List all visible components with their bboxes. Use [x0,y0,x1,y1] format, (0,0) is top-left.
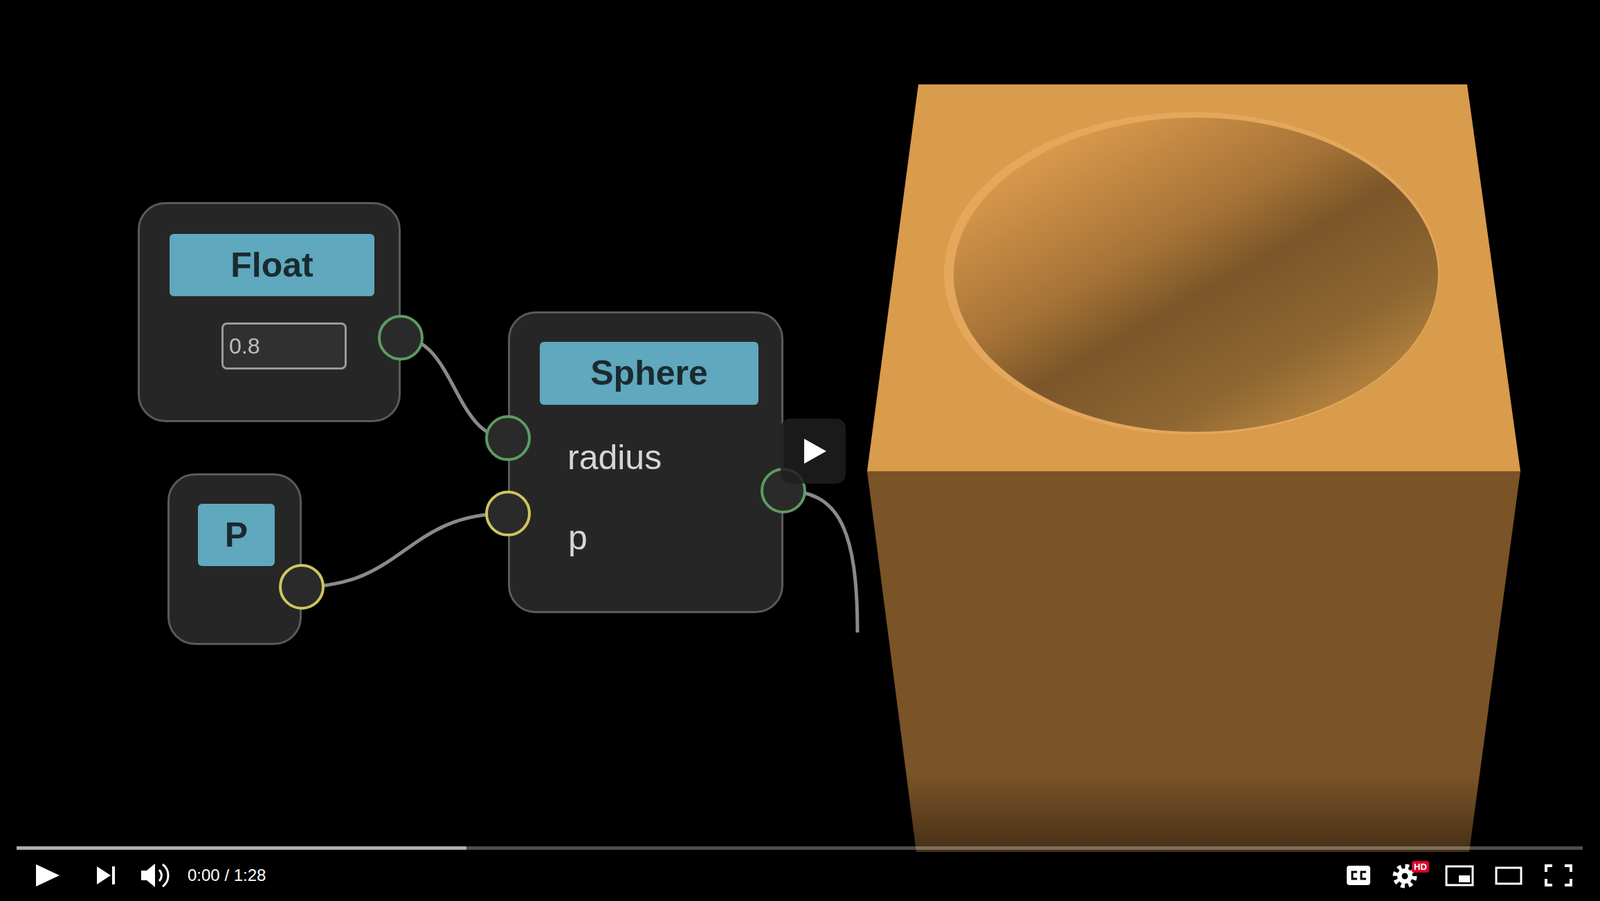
node-box: Sphere radius p [507,311,784,614]
control-shade [0,775,1600,901]
fullscreen-icon [1546,865,1571,886]
time-display: 0:00 / 1:28 [187,865,266,886]
wire-connector [301,513,508,587]
volume-icon [141,863,156,888]
input-label: p [568,516,588,559]
settings-gear [1397,868,1413,884]
node-title: Sphere [539,341,759,405]
output-wire [783,490,858,633]
port-circle [379,316,423,360]
player-controls [0,775,1600,901]
play-button-icon [804,438,827,464]
hole-rim [943,112,1440,435]
wire-connector [400,337,508,439]
progress-track [16,846,1583,850]
node-title: Float [169,233,375,297]
input-label: radius [567,436,662,479]
next-icon-bar [112,866,115,885]
miniplayer-icon [1446,866,1473,886]
miniplayer-inner [1458,875,1470,883]
cc-icon-marks [1352,871,1367,879]
spherical-hole [953,117,1439,432]
value-field: 0.8 [221,322,347,370]
node-box: Float 0.8 [137,202,401,423]
settings-gear-hole [1402,873,1409,880]
cube-illustration [867,84,1521,852]
port-circle [486,492,530,535]
cube-top-face [867,84,1521,472]
play-icon [35,864,60,887]
hd-badge: HD [1411,860,1430,873]
volume-waves [159,864,169,887]
port-circle [761,469,805,513]
node-title: P [197,503,275,567]
node-box: P [167,473,302,645]
port-circle [486,416,530,460]
port-circle [280,565,324,609]
progress-buffer [16,846,467,850]
next-icon [96,866,111,885]
cc-icon [1346,865,1371,886]
play-button-bg [780,418,846,484]
theater-icon [1496,867,1522,884]
